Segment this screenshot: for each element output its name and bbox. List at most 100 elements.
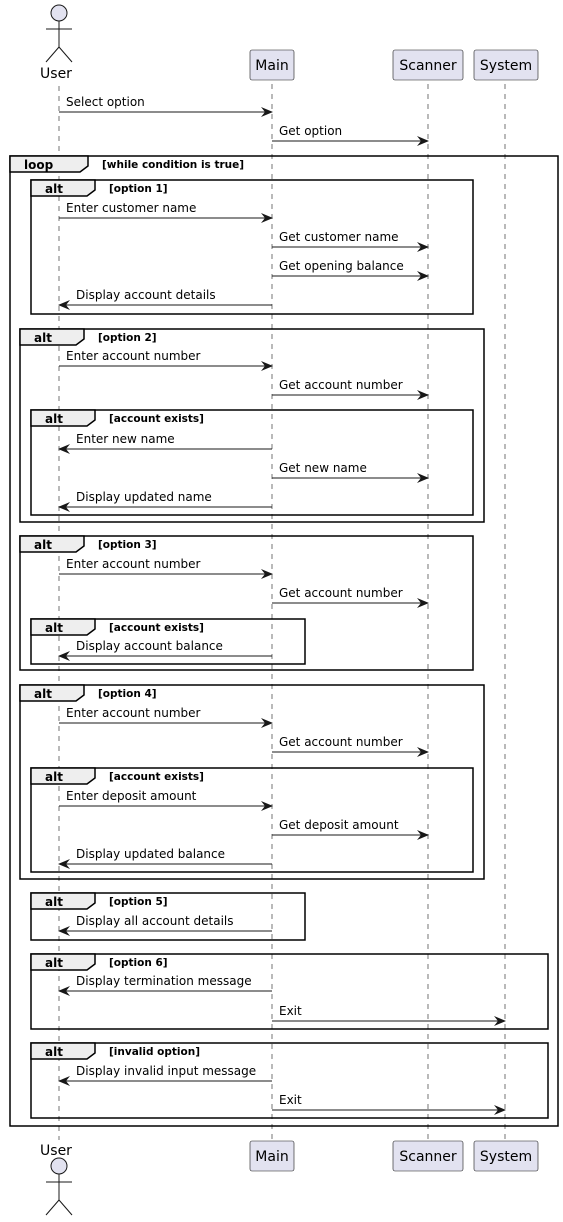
fragment-keyword: alt <box>45 770 63 784</box>
message-m8: Get account number <box>272 378 429 400</box>
message-m7: Enter account number <box>59 349 273 371</box>
message-label: Display account balance <box>76 639 223 653</box>
participant-label: Main <box>255 58 288 74</box>
message-label: Display all account details <box>76 914 233 928</box>
message-m5: Get opening balance <box>272 259 429 281</box>
fragment-header-tab <box>30 767 96 785</box>
message-label: Get deposit amount <box>279 818 399 832</box>
fragment-f4: alt[option 4] <box>19 684 485 880</box>
message-m17: Enter deposit amount <box>59 789 273 811</box>
message-label: Display termination message <box>76 974 252 988</box>
fragment-header-tab <box>19 535 85 553</box>
message-label: Get opening balance <box>279 259 404 273</box>
message-m20: Display all account details <box>58 914 272 936</box>
fragment-condition: [option 3] <box>98 539 157 551</box>
fragment-f3a: alt[account exists] <box>30 618 306 665</box>
fragment-condition: [option 1] <box>109 183 168 195</box>
message-label: Display account details <box>76 288 216 302</box>
message-m2: Get option <box>272 124 429 146</box>
fragment-header-tab <box>19 684 85 702</box>
fragment-keyword: alt <box>45 895 63 909</box>
participant-label: Scanner <box>399 58 457 74</box>
message-label: Enter deposit amount <box>66 789 197 803</box>
fragment-f3: alt [option 3] <box>19 535 474 671</box>
participant-user-top[interactable]: User <box>40 4 73 82</box>
message-m10: Get new name <box>272 461 429 483</box>
fragment-condition: [account exists] <box>109 771 204 783</box>
message-label: Display updated balance <box>76 847 225 861</box>
fragment-keyword: alt <box>34 331 52 345</box>
message-label: Get account number <box>279 586 403 600</box>
message-label: Display updated name <box>76 490 212 504</box>
message-m1: Select option <box>59 95 273 117</box>
fragment-f4a: alt [account exists] <box>30 767 474 873</box>
participant-label: System <box>480 58 532 74</box>
participant-system-bottom[interactable]: System <box>473 1140 539 1172</box>
message-m15: Enter account number <box>59 706 273 728</box>
fragment-keyword: alt <box>45 1045 63 1059</box>
message-m3: Enter customer name <box>59 201 273 223</box>
message-m4: Get customer name <box>272 230 429 252</box>
fragment-keyword: alt <box>45 412 63 426</box>
actor-icon <box>45 1157 73 1216</box>
fragment-header-tab <box>30 618 96 636</box>
fragment-frames: loop[while condition is true]alt[option … <box>9 155 559 1127</box>
message-m16: Get account number <box>272 735 429 757</box>
participant-system-top[interactable]: System <box>473 49 539 81</box>
lifelines <box>58 84 506 1140</box>
fragment-header-tab <box>19 328 85 346</box>
fragment-condition: [option 5] <box>109 896 168 908</box>
message-m9: Enter new name <box>58 432 272 454</box>
participant-user-bottom[interactable]: User <box>40 1143 73 1216</box>
fragment-f2a: alt [account exists] <box>30 409 474 516</box>
actor-icon <box>45 4 73 63</box>
fragment-header-tab <box>30 409 96 427</box>
message-label: Exit <box>279 1004 302 1018</box>
fragment-header-tab <box>30 179 96 197</box>
message-label: Enter account number <box>66 706 201 720</box>
fragment-header-tab <box>30 892 96 910</box>
fragment-keyword: alt <box>34 538 52 552</box>
fragment-keyword: alt <box>45 956 63 970</box>
participant-label: Main <box>255 1149 288 1165</box>
fragment-condition: [while condition is true] <box>102 159 244 171</box>
message-label: Get account number <box>279 378 403 392</box>
message-m18: Get deposit amount <box>272 818 429 840</box>
message-m11: Display updated name <box>58 490 272 512</box>
message-label: Enter account number <box>66 349 201 363</box>
fragment-loop: loop[while condition is true] <box>9 155 559 1127</box>
fragment-keyword: alt <box>34 687 52 701</box>
participant-scanner-top[interactable]: Scanner <box>392 49 464 81</box>
fragment-header-tab <box>30 953 96 971</box>
message-label: Get account number <box>279 735 403 749</box>
participant-main-bottom[interactable]: Main <box>249 1140 295 1172</box>
participant-label: System <box>480 1149 532 1165</box>
message-label: Exit <box>279 1093 302 1107</box>
message-label: Get customer name <box>279 230 399 244</box>
participant-main-top[interactable]: Main <box>249 49 295 81</box>
fragment-condition: [option 6] <box>109 957 168 969</box>
message-m22: Exit <box>272 1004 506 1026</box>
participant-scanner-bottom[interactable]: Scanner <box>392 1140 464 1172</box>
message-m14: Display account balance <box>58 639 272 661</box>
fragment-condition: [account exists] <box>109 413 204 425</box>
fragment-f6: alt [option 6] <box>30 953 549 1030</box>
message-m23: Display invalid input message <box>58 1064 272 1086</box>
participant-label: Scanner <box>399 1149 457 1165</box>
message-m13: Get account number <box>272 586 429 608</box>
message-label: Enter customer name <box>66 201 196 215</box>
fragment-keyword: alt <box>45 621 63 635</box>
message-m21: Display termination message <box>58 974 272 996</box>
fragment-f2: alt[option 2] <box>19 328 485 523</box>
fragment-header-tab <box>9 155 89 173</box>
fragment-condition: [invalid option] <box>109 1046 200 1058</box>
message-label: Get new name <box>279 461 367 475</box>
fragment-f5: alt [option 5] <box>30 892 306 941</box>
message-label: Get option <box>279 124 342 138</box>
participant-label: User <box>40 1143 72 1159</box>
message-m6: Display account details <box>58 288 272 310</box>
fragment-f1: alt[option 1] <box>30 179 474 315</box>
message-label: Enter new name <box>76 432 175 446</box>
